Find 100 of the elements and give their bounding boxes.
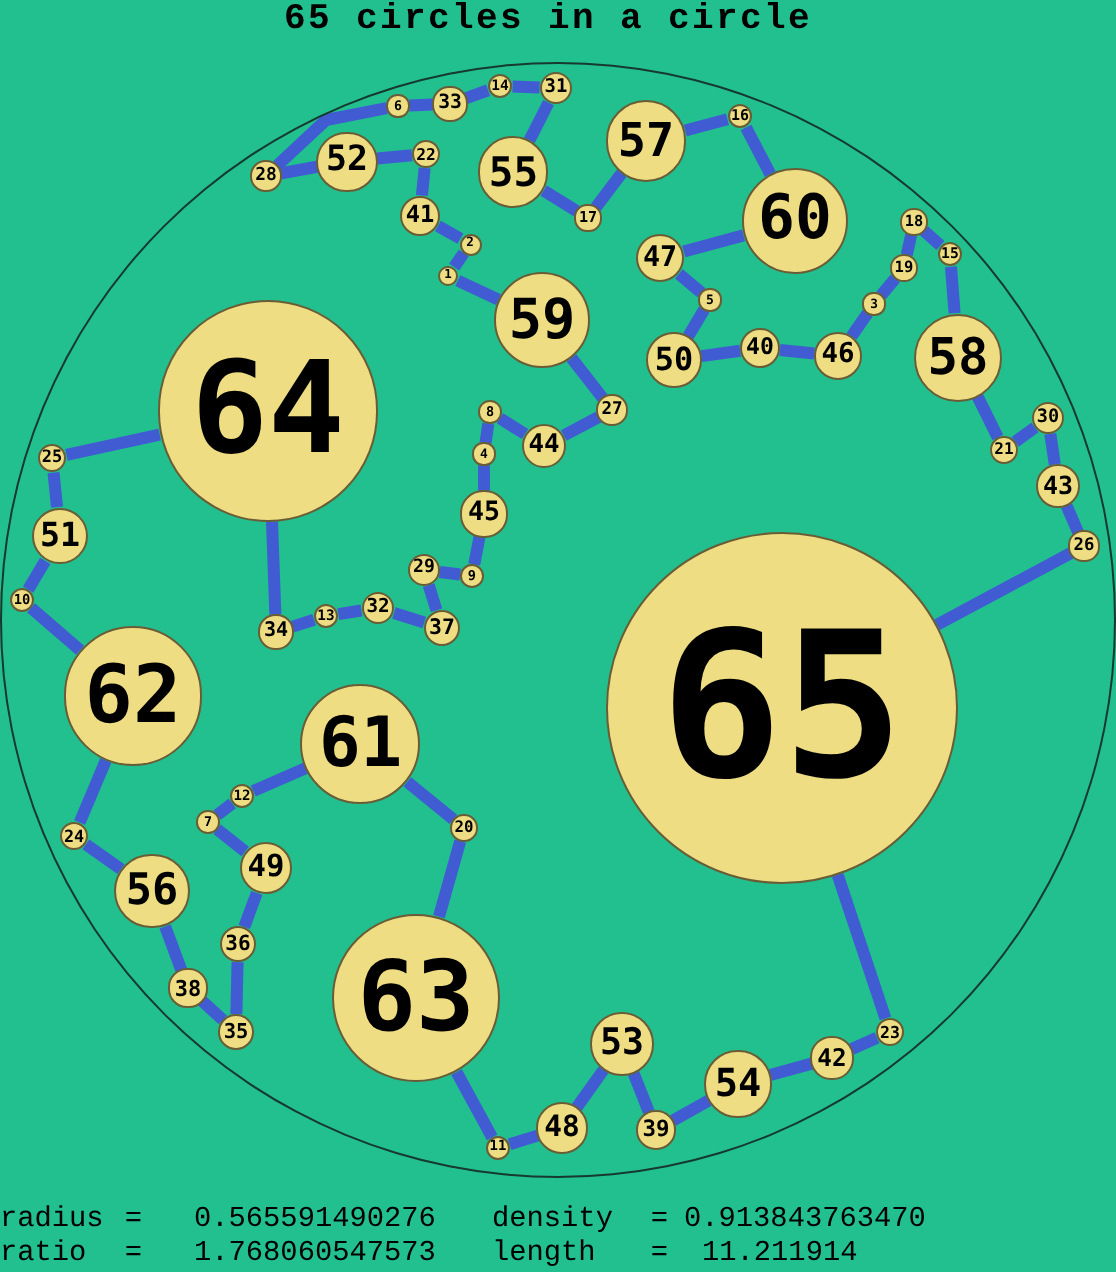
circle-number: 53: [599, 1025, 644, 1063]
circle-number: 44: [528, 433, 560, 459]
circle-number: 29: [413, 560, 435, 580]
packed-circle: [487, 73, 513, 99]
connector-line: [876, 274, 900, 300]
connector-line: [455, 275, 501, 305]
packed-circle: [727, 103, 753, 129]
packed-circle: [477, 136, 549, 208]
circle-number: 54: [714, 1064, 762, 1104]
packed-circle: [862, 292, 886, 316]
circle-number: 45: [467, 500, 500, 528]
connector-line: [273, 102, 388, 170]
connector-line: [848, 1032, 880, 1055]
packed-circle: [810, 1036, 854, 1080]
packed-circle: [1031, 401, 1065, 435]
packed-circle: [937, 241, 963, 267]
connector-line: [524, 99, 554, 143]
diagram-title: 65 circles in a circle: [284, 0, 813, 42]
connector-line: [683, 113, 729, 137]
circle-number: 47: [642, 243, 678, 273]
connector-line: [779, 344, 815, 360]
connector-line: [496, 413, 529, 440]
circle-number: 27: [601, 401, 623, 419]
connector-line: [468, 535, 486, 566]
packed-circle: [739, 327, 781, 369]
circle-number: 46: [821, 342, 855, 370]
connector-line: [22, 557, 51, 593]
circle-number: 42: [817, 1045, 847, 1071]
connector-line: [266, 521, 282, 615]
packed-circle: [605, 100, 687, 182]
connector-line: [416, 167, 431, 197]
circle-number: 65: [660, 606, 904, 810]
packed-circle: [450, 814, 478, 842]
connector-line: [290, 614, 316, 633]
packed-circle: [521, 423, 567, 469]
packed-circle: [219, 925, 257, 963]
connector-line: [628, 1071, 655, 1114]
circle-number: 62: [84, 655, 182, 737]
circle-number: 38: [174, 977, 202, 999]
packed-circle: [990, 436, 1018, 464]
circle-number: 23: [880, 1023, 900, 1041]
packed-circle: [399, 195, 441, 237]
packed-circle: [900, 208, 928, 236]
circle-number: 59: [508, 292, 576, 348]
packed-circle: [890, 254, 918, 282]
connector-line: [512, 80, 540, 94]
circle-number: 21: [994, 441, 1014, 458]
packed-circle: [478, 400, 502, 424]
circle-number: 35: [223, 1021, 249, 1043]
stat-name: ratio =: [0, 1238, 142, 1270]
packed-circle: [536, 1102, 588, 1154]
connector-line: [159, 924, 187, 973]
circle-number: 51: [39, 519, 80, 553]
packed-circle: [590, 1012, 654, 1076]
connector-line: [1061, 503, 1084, 535]
circle-number: 50: [654, 344, 694, 376]
connector-line: [337, 604, 363, 620]
stat-value: 1.768060547573: [194, 1238, 436, 1270]
connector-line: [65, 428, 161, 461]
packed-circle: [168, 968, 208, 1008]
circle-number: 32: [366, 598, 390, 618]
connector-line: [478, 465, 490, 491]
connector-line: [392, 607, 426, 629]
connector-line: [740, 124, 776, 177]
connector-line: [250, 762, 308, 797]
stat-value: 0.565591490276: [194, 1204, 436, 1236]
stat-value: 0.913843763470: [684, 1204, 926, 1236]
connector-line: [560, 411, 602, 441]
connector-line: [1044, 433, 1061, 466]
packed-circle: [31, 507, 89, 565]
packed-circle: [459, 233, 481, 255]
connector-line: [47, 472, 63, 508]
connector-line: [464, 84, 491, 104]
packed-circle: [875, 1017, 905, 1047]
packed-circle: [250, 160, 282, 192]
connector-line: [238, 890, 263, 929]
connector-line: [846, 309, 873, 340]
connector-line: [82, 839, 125, 875]
circle-number: 37: [429, 617, 455, 639]
connector-line: [280, 160, 319, 180]
packed-circle: [636, 1110, 676, 1150]
circle-number: 40: [746, 336, 774, 360]
connector-line: [1011, 422, 1039, 447]
packed-circle: [460, 490, 508, 538]
packed-circle: [411, 139, 441, 169]
circle-number: 31: [544, 78, 568, 98]
packed-circle: [218, 1014, 254, 1050]
packed-circle: [1068, 530, 1100, 562]
circle-number: 30: [1036, 408, 1060, 428]
packed-circle: [196, 810, 220, 834]
circle-number: 61: [318, 709, 403, 779]
circle-number: 41: [405, 204, 435, 228]
packed-circle: [704, 1050, 772, 1118]
connector-line: [972, 393, 1004, 441]
stat-name: radius =: [0, 1204, 142, 1236]
packed-circle: [574, 204, 602, 232]
packed-circle: [408, 554, 440, 586]
connector-line: [919, 226, 945, 250]
connector-line: [376, 149, 413, 165]
circle-number: 26: [1073, 537, 1095, 555]
